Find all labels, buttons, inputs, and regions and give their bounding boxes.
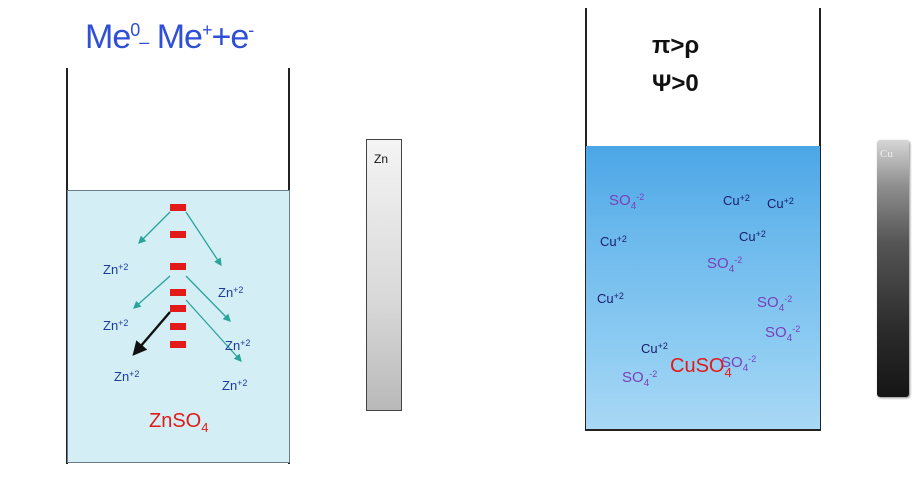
metal-atom [170, 204, 186, 211]
condition-psi: Ψ>0 [652, 70, 699, 97]
zn-ion: Zn+2 [114, 369, 140, 384]
arrow-1 [138, 211, 171, 244]
zn-ion: Zn+2 [218, 285, 244, 300]
metal-atom [170, 305, 186, 312]
copper-electrode: Cu [877, 140, 909, 397]
ion-arrows [132, 211, 242, 362]
arrow-2 [185, 211, 222, 267]
eq-sup-0: 0 [130, 20, 140, 40]
metal-atom [170, 341, 186, 348]
cu-ion: Cu+2 [739, 229, 766, 244]
eq-sup-minus: - [248, 20, 254, 40]
zinc-electrode-label: Zn [374, 152, 389, 166]
copper-electrode-label: Cu [880, 148, 893, 160]
arrow-4 [185, 275, 231, 322]
so4-ion: SO4-2 [707, 255, 743, 275]
eq-me2: Me [148, 18, 203, 56]
eq-sup-plus: + [201, 20, 212, 40]
so4-ion: SO4-2 [622, 369, 658, 389]
cu-ion: Cu+2 [641, 341, 668, 356]
cu-ion: Cu+2 [767, 196, 794, 211]
so4-ion: SO4-2 [721, 354, 757, 374]
arrow-6 [132, 311, 171, 356]
cuso4-solution [586, 146, 820, 429]
dissolution-equation: Me0– Me++e- [85, 18, 254, 57]
zinc-electrode: Zn [366, 139, 402, 411]
zn-ion: Zn+2 [222, 378, 248, 393]
eq-me: Me [85, 18, 131, 56]
metal-atom [170, 231, 186, 238]
left-panel: Me0– Me++e- Zn+2 Zn+2 Zn+2 Zn+2 Zn+2 Zn+… [0, 0, 440, 479]
zn-ion: Zn+2 [103, 318, 129, 333]
metal-atom [170, 263, 186, 270]
metal-atom [170, 289, 186, 296]
eq-plus-e: +e [211, 18, 249, 56]
arrow-3 [133, 275, 171, 309]
right-beaker-wall-right [819, 8, 821, 430]
so4-ion: SO4-2 [757, 294, 793, 314]
znso4-label: ZnSO4 [149, 410, 209, 435]
cuso4-label: CuSO4 [670, 355, 732, 380]
metal-atom [170, 323, 186, 330]
cu-ion: Cu+2 [723, 193, 750, 208]
right-beaker-bottom [585, 429, 821, 431]
eq-dash: – [139, 32, 149, 52]
arrow-5 [185, 299, 242, 362]
cu-ion: Cu+2 [600, 234, 627, 249]
so4-ion: SO4-2 [609, 192, 645, 212]
so4-ion: SO4-2 [765, 324, 801, 344]
cu-ion: Cu+2 [597, 291, 624, 306]
condition-pi-rho: π>ρ [652, 32, 700, 59]
zn-ion: Zn+2 [225, 338, 251, 353]
zn-ion: Zn+2 [103, 262, 129, 277]
